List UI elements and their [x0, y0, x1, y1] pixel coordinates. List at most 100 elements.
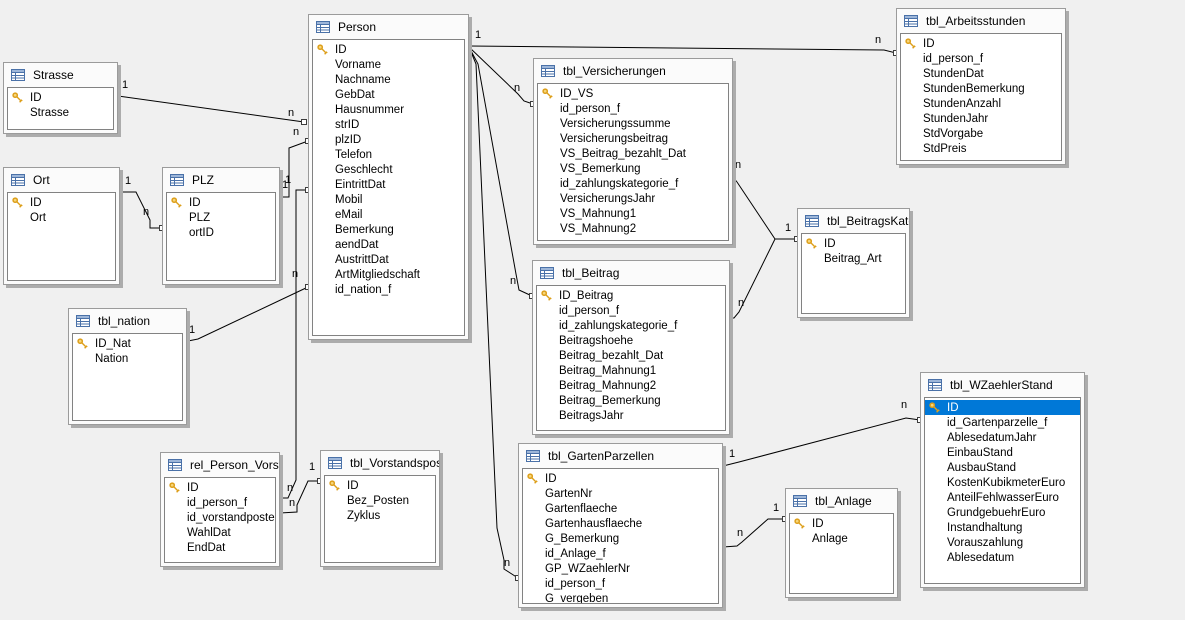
table-PLZ[interactable]: PLZ ID PLZ ortID [162, 167, 280, 285]
field-row-Vorauszahlung[interactable]: Vorauszahlung [925, 535, 1080, 550]
field-row-VS_Bemerkung[interactable]: VS_Bemerkung [538, 161, 728, 176]
field-row-AustrittDat[interactable]: AustrittDat [313, 252, 464, 267]
field-row-G_Bemerkung[interactable]: G_Bemerkung [523, 531, 718, 546]
field-row-ortID[interactable]: ortID [167, 225, 275, 240]
field-row-Versicherungssumme[interactable]: Versicherungssumme [538, 116, 728, 131]
field-row-Anlage[interactable]: Anlage [790, 531, 893, 546]
field-row-Strasse[interactable]: Strasse [8, 105, 113, 120]
field-row-G_vergeben[interactable]: G_vergeben [523, 591, 718, 604]
table-titlebar[interactable]: tbl_GartenParzellen [519, 444, 722, 467]
table-titlebar[interactable]: tbl_BeitragsKateg [798, 209, 909, 232]
field-row-StdPreis[interactable]: StdPreis [901, 141, 1061, 156]
relationship-tbl_Vorstandspos-rel_Person_Vorsta[interactable] [279, 480, 320, 514]
field-row-Beitrag_bezahlt_Dat[interactable]: Beitrag_bezahlt_Dat [537, 348, 725, 363]
field-row-ID[interactable]: ID [802, 236, 905, 251]
field-row-strID[interactable]: strID [313, 117, 464, 132]
field-row-GartenNr[interactable]: GartenNr [523, 486, 718, 501]
field-row-ID[interactable]: ID [901, 36, 1061, 51]
field-row-Bez_Posten[interactable]: Bez_Posten [325, 493, 435, 508]
field-row-ID[interactable]: ID [925, 400, 1080, 415]
table-tbl_BeitragsKateg[interactable]: tbl_BeitragsKateg ID Beitrag_Art [797, 208, 910, 318]
relationship-PLZ-Person[interactable] [278, 140, 309, 198]
field-row-Zyklus[interactable]: Zyklus [325, 508, 435, 523]
table-titlebar[interactable]: tbl_nation [69, 309, 186, 332]
table-tbl_Vorstandspos[interactable]: tbl_Vorstandspos ID Bez_Posten Zyklus [320, 450, 440, 567]
table-titlebar[interactable]: Strasse [4, 63, 117, 86]
table-titlebar[interactable]: PLZ [163, 168, 279, 191]
table-titlebar[interactable]: tbl_Beitrag [533, 261, 729, 284]
field-row-EinbauStand[interactable]: EinbauStand [925, 445, 1080, 460]
field-row-id_person_f[interactable]: id_person_f [537, 303, 725, 318]
table-tbl_Arbeitsstunden[interactable]: tbl_Arbeitsstunden ID id_person_f Stunde… [896, 8, 1066, 165]
field-row-StdVorgabe[interactable]: StdVorgabe [901, 126, 1061, 141]
field-row-Beitrag_Bemerkung[interactable]: Beitrag_Bemerkung [537, 393, 725, 408]
table-titlebar[interactable]: tbl_Versicherungen [534, 59, 732, 82]
field-row-AnteilFehlwasserEuro[interactable]: AnteilFehlwasserEuro [925, 490, 1080, 505]
field-row-StundenBemerkung[interactable]: StundenBemerkung [901, 81, 1061, 96]
field-row-StundenDat[interactable]: StundenDat [901, 66, 1061, 81]
relationship-Person-rel_Person_Vorsta[interactable] [280, 189, 308, 499]
field-row-KostenKubikmeterEuro[interactable]: KostenKubikmeterEuro [925, 475, 1080, 490]
field-row-Nachname[interactable]: Nachname [313, 72, 464, 87]
table-rel_Person_Vorsta[interactable]: rel_Person_Vorsta ID id_person_f id_vors… [160, 452, 280, 567]
table-tbl_WZaehlerStand[interactable]: tbl_WZaehlerStand ID id_Gartenparzelle_f… [920, 372, 1085, 588]
field-row-aendDat[interactable]: aendDat [313, 237, 464, 252]
field-row-ID[interactable]: ID [790, 516, 893, 531]
field-row-PLZ[interactable]: PLZ [167, 210, 275, 225]
table-titlebar[interactable]: tbl_Vorstandspos [321, 451, 439, 474]
field-row-id_person_f[interactable]: id_person_f [901, 51, 1061, 66]
field-row-Beitrag_Art[interactable]: Beitrag_Art [802, 251, 905, 266]
field-row-ID[interactable]: ID [165, 480, 275, 495]
field-row-eMail[interactable]: eMail [313, 207, 464, 222]
relationship-Ort-PLZ[interactable] [120, 191, 162, 229]
relationship-tbl_nation-Person[interactable] [182, 286, 309, 343]
field-row-ID[interactable]: ID [8, 195, 115, 210]
field-row-Instandhaltung[interactable]: Instandhaltung [925, 520, 1080, 535]
field-row-id_person_f[interactable]: id_person_f [523, 576, 718, 591]
field-row-VersicherungsJahr[interactable]: VersicherungsJahr [538, 191, 728, 206]
relationship-tbl_GartenParzellen-tbl_WZaehlerStand[interactable] [722, 417, 921, 467]
field-row-id_Gartenparzelle_f[interactable]: id_Gartenparzelle_f [925, 415, 1080, 430]
field-row-Bemerkung[interactable]: Bemerkung [313, 222, 464, 237]
field-row-Hausnummer[interactable]: Hausnummer [313, 102, 464, 117]
field-row-ArtMitgliedschaft[interactable]: ArtMitgliedschaft [313, 267, 464, 282]
table-titlebar[interactable]: tbl_Arbeitsstunden [897, 9, 1065, 32]
relationship-Strasse-Person[interactable] [117, 95, 305, 123]
field-row-ID[interactable]: ID [167, 195, 275, 210]
field-row-plzID[interactable]: plzID [313, 132, 464, 147]
field-row-Nation[interactable]: Nation [73, 351, 182, 366]
field-row-ID_Beitrag[interactable]: ID_Beitrag [537, 288, 725, 303]
field-row-Beitrag_Mahnung2[interactable]: Beitrag_Mahnung2 [537, 378, 725, 393]
field-row-StundenAnzahl[interactable]: StundenAnzahl [901, 96, 1061, 111]
field-row-Geschlecht[interactable]: Geschlecht [313, 162, 464, 177]
field-row-ID[interactable]: ID [523, 471, 718, 486]
field-row-Beitrag_Mahnung1[interactable]: Beitrag_Mahnung1 [537, 363, 725, 378]
relationship-Person-tbl_Beitrag[interactable] [468, 46, 533, 297]
table-titlebar[interactable]: Person [309, 15, 468, 38]
field-row-AusbauStand[interactable]: AusbauStand [925, 460, 1080, 475]
field-row-Telefon[interactable]: Telefon [313, 147, 464, 162]
table-tbl_nation[interactable]: tbl_nation ID_Nat Nation [68, 308, 187, 425]
field-row-Ablesedatum[interactable]: Ablesedatum [925, 550, 1080, 565]
table-titlebar[interactable]: rel_Person_Vorsta [161, 453, 279, 476]
field-row-id_Anlage_f[interactable]: id_Anlage_f [523, 546, 718, 561]
table-titlebar[interactable]: tbl_WZaehlerStand [921, 373, 1084, 396]
relationship-Person-tbl_Versicherungen[interactable] [468, 46, 534, 105]
field-row-EndDat[interactable]: EndDat [165, 540, 275, 555]
field-row-Gartenhausflaeche[interactable]: Gartenhausflaeche [523, 516, 718, 531]
relationship-Person-tbl_Arbeitsstunden[interactable] [468, 45, 897, 54]
field-row-WahlDat[interactable]: WahlDat [165, 525, 275, 540]
table-tbl_GartenParzellen[interactable]: tbl_GartenParzellen ID GartenNr Gartenfl… [518, 443, 723, 608]
table-Person[interactable]: Person ID Vorname Nachname GebDat Hausnu… [308, 14, 469, 340]
field-row-ID_Nat[interactable]: ID_Nat [73, 336, 182, 351]
field-row-VS_Mahnung2[interactable]: VS_Mahnung2 [538, 221, 728, 236]
field-row-ID[interactable]: ID [325, 478, 435, 493]
field-row-id_person_f[interactable]: id_person_f [538, 101, 728, 116]
field-row-BeitragsJahr[interactable]: BeitragsJahr [537, 408, 725, 423]
field-row-StundenJahr[interactable]: StundenJahr [901, 111, 1061, 126]
field-row-AblesedatumJahr[interactable]: AblesedatumJahr [925, 430, 1080, 445]
field-row-GP_WZaehlerNr[interactable]: GP_WZaehlerNr [523, 561, 718, 576]
table-tbl_Anlage[interactable]: tbl_Anlage ID Anlage [785, 488, 898, 598]
field-row-VS_Beitrag_bezahlt_Dat[interactable]: VS_Beitrag_bezahlt_Dat [538, 146, 728, 161]
field-row-id_nation_f[interactable]: id_nation_f [313, 282, 464, 297]
